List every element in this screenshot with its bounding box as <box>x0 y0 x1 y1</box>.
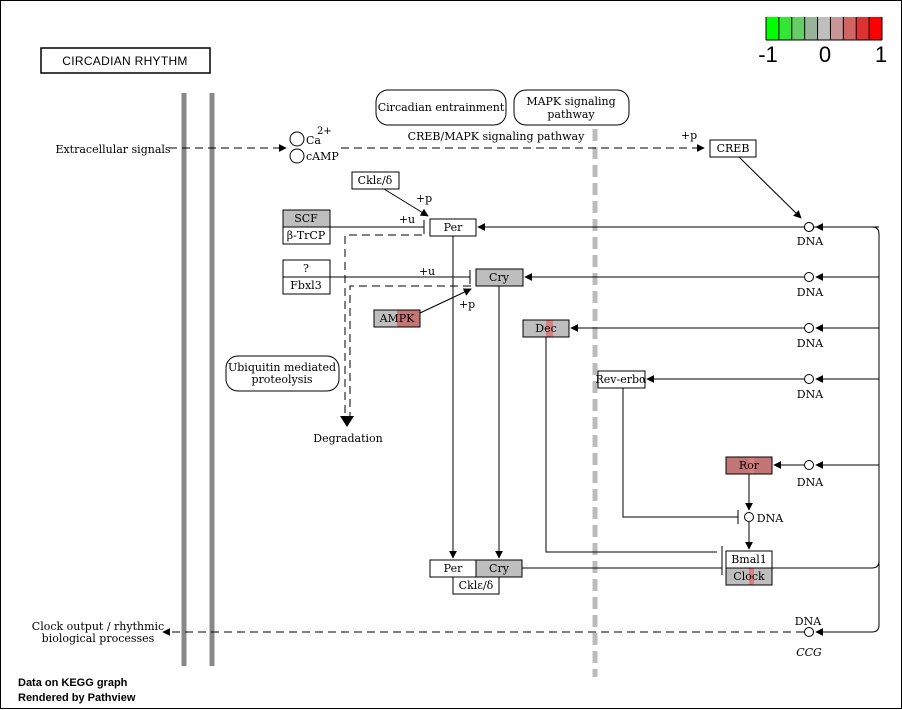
clock-output-label-line1: Clock output / rhythmic <box>32 620 164 633</box>
gene-per-complex[interactable]: Per <box>429 559 477 578</box>
gene-creb-label: CREB <box>717 142 750 155</box>
gene-cry[interactable]: Cry <box>475 268 524 287</box>
dna-node-ccg[interactable] <box>804 627 814 637</box>
dna-dec-label: DNA <box>797 337 824 350</box>
gene-btrcp-label: β-TrCP <box>287 229 326 242</box>
gene-ckle-bottom-label: Cklε/δ <box>459 579 494 592</box>
calcium-node[interactable] <box>289 131 305 147</box>
gene-fbxl3[interactable]: Fbxl3 <box>282 276 331 295</box>
scale-swatch-6 <box>843 17 857 40</box>
gene-creb[interactable]: CREB <box>709 139 757 158</box>
creb-phospho-label: +p <box>681 129 697 142</box>
gene-cry-label: Cry <box>489 271 510 284</box>
gene-clock[interactable]: Clock <box>725 567 773 586</box>
gene-unknown[interactable]: ? <box>282 259 331 278</box>
gene-ampk[interactable]: AMPK <box>373 309 421 328</box>
per-ubiquitin-label: +u <box>399 213 415 226</box>
gene-per-label: Per <box>444 221 463 234</box>
footer-line1: Data on KEGG graph <box>18 677 128 689</box>
gene-scf-label: SCF <box>294 212 318 225</box>
mapk-label-line1: MAPK signaling <box>526 95 615 108</box>
extracellular-signals-label: Extracellular signals <box>55 143 170 156</box>
gene-ckle-top-label: Cklε/δ <box>358 174 393 187</box>
mapk-label-line2: pathway <box>547 108 595 121</box>
creb-mapk-label: CREB/MAPK signaling pathway <box>408 130 585 143</box>
scale-swatch-8 <box>869 17 883 40</box>
scale-swatch-1 <box>778 17 793 40</box>
dna-node-ror[interactable] <box>804 460 814 470</box>
gene-cry-complex-label: Cry <box>489 562 510 575</box>
dna-node-reverba[interactable] <box>804 374 814 384</box>
dna-ror-label: DNA <box>797 476 824 489</box>
gene-clock-label: Clock <box>733 570 765 583</box>
gene-bmal1[interactable]: Bmal1 <box>725 550 773 569</box>
scale-swatch-7 <box>856 17 870 40</box>
scale-swatch-3 <box>804 17 819 40</box>
scale-tick-max: 1 <box>875 42 887 67</box>
gene-dec-label: Dec <box>535 322 557 335</box>
scale-swatch-5 <box>830 17 844 40</box>
ubiquitin-label-line2: proteolysis <box>251 373 312 386</box>
cry-ubiquitin-label: +u <box>419 265 435 278</box>
dna-node-ror-target[interactable] <box>744 512 754 522</box>
ccg-label: CCG <box>796 646 822 659</box>
circadian-entrainment-link[interactable] <box>375 89 507 126</box>
gene-btrcp[interactable]: β-TrCP <box>282 226 331 245</box>
gene-ampk-label: AMPK <box>379 312 416 325</box>
dna-cry-label: DNA <box>797 286 824 299</box>
camp-node[interactable] <box>289 148 305 164</box>
gene-dec[interactable]: Dec <box>522 319 570 338</box>
gene-ckle-bottom[interactable]: Cklε/δ <box>452 576 500 595</box>
mapk-pathway-link[interactable] <box>513 89 630 126</box>
page-title: CIRCADIAN RHYTHM <box>62 54 187 68</box>
per-phospho-label: +p <box>416 192 432 205</box>
calcium-label: Ca <box>306 134 321 147</box>
color-scale-legend <box>765 17 883 41</box>
scale-swatch-4 <box>817 17 831 40</box>
gene-bmal1-label: Bmal1 <box>731 553 767 566</box>
title-box <box>40 47 211 74</box>
dna-ror-target-label: DNA <box>757 512 784 525</box>
ubiquitin-proteolysis-link[interactable] <box>225 355 340 392</box>
scale-tick-mid: 0 <box>819 42 831 67</box>
dna-per-label: DNA <box>797 235 824 248</box>
dna-node-dec[interactable] <box>804 323 814 333</box>
gene-per[interactable]: Per <box>429 218 477 237</box>
dna-reverba-label: DNA <box>797 388 824 401</box>
dna-ccg-label: DNA <box>795 615 822 628</box>
scale-tick-min: -1 <box>758 42 778 67</box>
scale-swatch-0 <box>766 17 780 40</box>
gene-ckle-top[interactable]: Cklε/δ <box>351 171 400 190</box>
gene-per-complex-label: Per <box>444 562 463 575</box>
cry-phospho-label: +p <box>459 298 475 311</box>
footer-line2: Rendered by Pathview <box>18 692 136 704</box>
dna-node-cry[interactable] <box>804 272 814 282</box>
gene-fbxl3-label: Fbxl3 <box>290 279 321 292</box>
camp-label: cAMP <box>306 150 339 163</box>
gene-unknown-label: ? <box>303 262 309 275</box>
gene-reverba-label: Rev-erbα <box>596 373 648 386</box>
gene-reverba[interactable]: Rev-erbα <box>596 370 648 389</box>
ubiquitin-label-line1: Ubiquitin mediated <box>228 361 336 374</box>
calcium-charge: 2+ <box>317 126 332 137</box>
gene-cry-complex[interactable]: Cry <box>475 559 523 578</box>
circadian-entrainment-label: Circadian entrainment <box>378 101 505 114</box>
gene-ror-label: Ror <box>739 459 760 472</box>
gene-ror[interactable]: Ror <box>725 456 773 475</box>
gene-scf[interactable]: SCF <box>282 209 331 228</box>
degradation-label: Degradation <box>313 432 382 445</box>
clock-output-label-line2: biological processes <box>42 632 155 645</box>
scale-swatch-2 <box>791 17 806 40</box>
